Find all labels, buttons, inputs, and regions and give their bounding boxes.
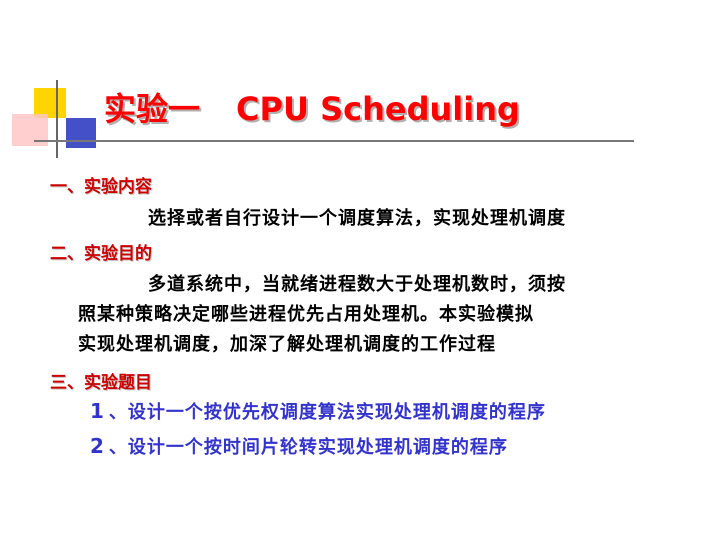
section-heading-content: 一、实验内容 — [50, 177, 152, 197]
slide-title-en: CPU Scheduling — [236, 90, 520, 128]
section-heading-purpose: 二、实验目的 — [50, 244, 152, 264]
logo-yellow-square — [34, 88, 66, 118]
topic-number: 1 — [90, 399, 105, 423]
purpose-line-1: 多道系统中，当就绪进程数大于处理机数时，须按 — [148, 274, 566, 295]
content-line-1: 选择或者自行设计一个调度算法，实现处理机调度 — [148, 208, 566, 229]
slide-title-cn: 实验一 — [104, 90, 201, 128]
logo-blue-square — [66, 118, 96, 148]
topic-item-1: 1、设计一个按优先权调度算法实现处理机调度的程序 — [90, 398, 546, 424]
slide-title: 实验一 CPU Scheduling — [104, 84, 520, 130]
topic-text: 、设计一个按时间片轮转实现处理机调度的程序 — [108, 437, 508, 458]
purpose-line-2: 照某种策略决定哪些进程优先占用处理机。本实验模拟 — [78, 304, 534, 325]
topic-text: 、设计一个按优先权调度算法实现处理机调度的程序 — [108, 402, 546, 423]
purpose-line-3: 实现处理机调度，加深了解处理机调度的工作过程 — [78, 334, 496, 355]
logo-vertical-line — [56, 80, 58, 158]
topic-item-2: 2、设计一个按时间片轮转实现处理机调度的程序 — [90, 433, 508, 459]
section-heading-topics: 三、实验题目 — [50, 373, 152, 393]
title-underline — [34, 140, 634, 142]
topic-number: 2 — [90, 434, 105, 458]
